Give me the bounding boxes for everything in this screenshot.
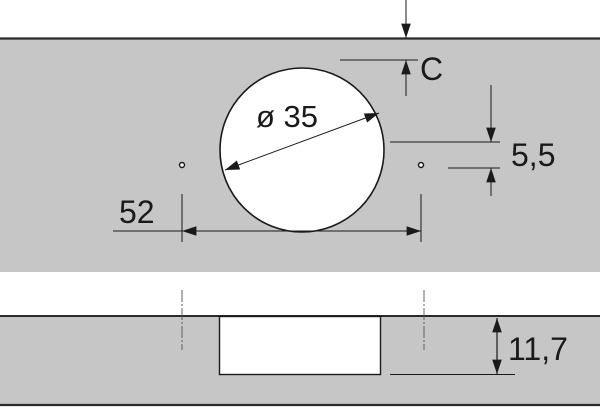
c-label: C <box>420 51 443 87</box>
offset-label: 5,5 <box>511 137 555 173</box>
cup-pocket <box>218 315 382 376</box>
screw-hole-right <box>417 161 425 169</box>
spacing-label: 52 <box>119 194 155 230</box>
section-view: 11,7 <box>0 290 600 407</box>
cup-hole <box>219 67 385 233</box>
depth-label: 11,7 <box>508 331 568 367</box>
screw-hole-left <box>178 161 186 169</box>
top-view: ø 35 C 5,5 52 <box>0 0 600 272</box>
diameter-dimension-line <box>224 112 380 171</box>
diameter-label: ø 35 <box>256 99 318 134</box>
